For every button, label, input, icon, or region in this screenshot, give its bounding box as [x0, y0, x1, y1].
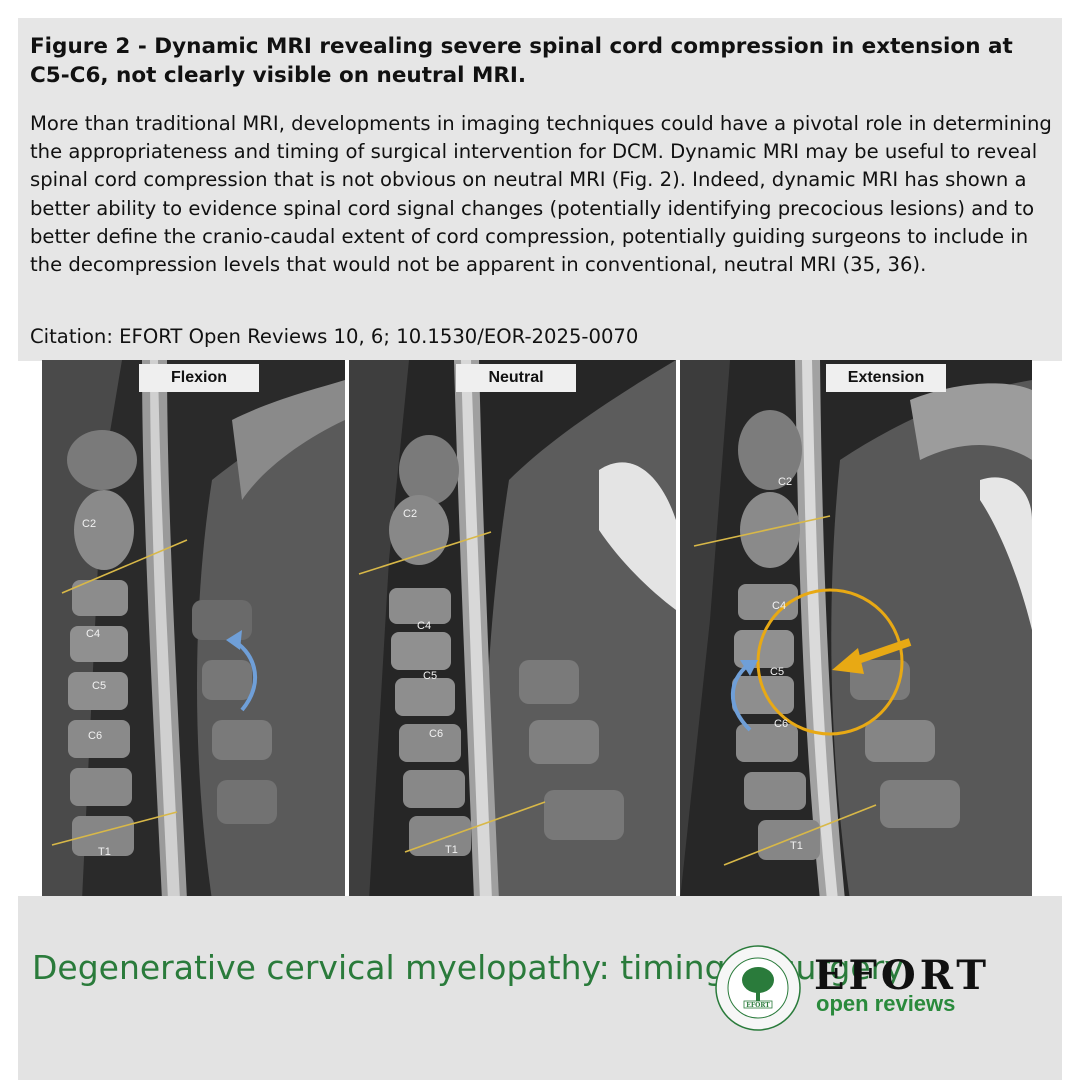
vertebra-label: C2 [82, 518, 97, 530]
figure-title: Figure 2 - Dynamic MRI revealing severe … [30, 34, 1013, 88]
vertebra-label: C6 [774, 718, 789, 730]
vertebra-label: T1 [98, 846, 111, 858]
vertebra-label: C5 [770, 666, 785, 678]
vertebra-label: C2 [403, 508, 418, 520]
vertebra-label: C6 [88, 730, 103, 742]
vertebra-label: C2 [778, 476, 793, 488]
vertebra-label: C5 [423, 670, 438, 682]
figure-caption-box: Figure 2 - Dynamic MRI revealing severe … [18, 18, 1062, 361]
mri-panel-neutral: Neutral C2 C4 C5 C6 T1 [349, 360, 676, 900]
vertebra-label: C6 [429, 728, 444, 740]
open-reviews-brand: open reviews [816, 991, 956, 1016]
footer-banner: Degenerative cervical myelopathy: timing… [18, 896, 1062, 1080]
mri-image-strip: Flexion C2 C4 C5 C6 T1 [42, 360, 1032, 900]
vertebra-label: C4 [86, 628, 101, 640]
mri-panel-extension: Extension C2 C4 C5 C6 T1 [680, 360, 1032, 900]
vertebra-label: C5 [92, 680, 107, 692]
mri-panel-flexion: Flexion C2 C4 C5 C6 T1 [42, 360, 345, 900]
emblem-text: EFORT [746, 1002, 770, 1009]
mri-flexion-image [42, 360, 345, 900]
vertebra-label: C4 [417, 620, 432, 632]
mri-extension-image [680, 360, 1032, 900]
vertebra-label: T1 [445, 844, 458, 856]
panel-label-flexion: Flexion [139, 364, 259, 392]
vertebra-label: C4 [772, 600, 787, 612]
vertebra-label: T1 [790, 840, 803, 852]
panel-label-extension: Extension [826, 364, 946, 392]
efort-emblem-logo: EFORT [715, 945, 801, 1031]
figure-citation: Citation: EFORT Open Reviews 10, 6; 10.1… [30, 325, 639, 348]
efort-brand: EFORT [814, 952, 991, 999]
figure-description: More than traditional MRI, developments … [30, 112, 1052, 277]
panel-label-neutral: Neutral [456, 364, 576, 392]
mri-neutral-image [349, 360, 676, 900]
